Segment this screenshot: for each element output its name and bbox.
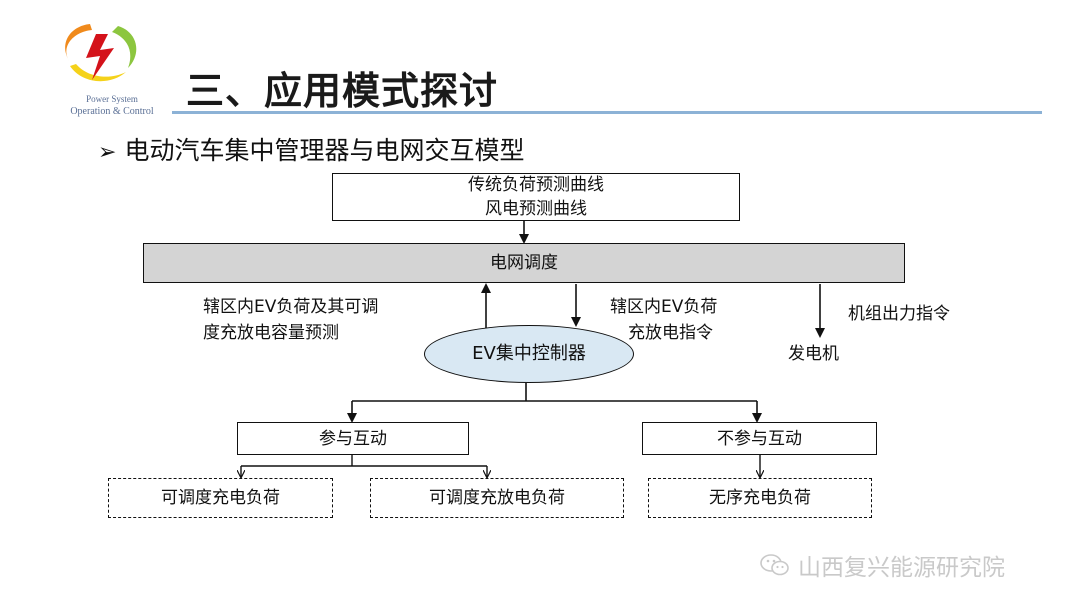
grid-dispatch-box: 电网调度 bbox=[143, 243, 905, 283]
forecast-line1: 传统负荷预测曲线 bbox=[468, 175, 604, 195]
participate-label: 参与互动 bbox=[319, 428, 387, 449]
ev-controller-ellipse: EV集中控制器 bbox=[424, 325, 634, 383]
ev-controller-label: EV集中控制器 bbox=[472, 343, 586, 364]
ev-command-line2: 充放电指令 bbox=[628, 323, 713, 343]
disordered-charge-label: 无序充电负荷 bbox=[709, 488, 811, 508]
grid-dispatch-label: 电网调度 bbox=[490, 253, 558, 273]
logo-line2: Operation & Control bbox=[70, 106, 154, 117]
ev-forecast-label: 辖区内EV负荷及其可调 度充放电容量预测 bbox=[203, 294, 378, 346]
ev-command-label: 辖区内EV负荷 充放电指令 bbox=[610, 294, 717, 346]
forecast-line2: 风电预测曲线 bbox=[485, 199, 587, 219]
non-participate-label: 不参与互动 bbox=[717, 428, 802, 449]
forecast-box: 传统负荷预测曲线 风电预测曲线 bbox=[332, 173, 740, 221]
dispatchable-charge-label: 可调度充电负荷 bbox=[161, 488, 280, 508]
title-underline bbox=[172, 111, 1042, 114]
watermark-text: 山西复兴能源研究院 bbox=[798, 555, 1005, 581]
participate-box: 参与互动 bbox=[237, 422, 469, 455]
subtitle-text: 电动汽车集中管理器与电网交互模型 bbox=[124, 136, 525, 165]
logo: Power System Operation & Control bbox=[30, 14, 175, 124]
dispatchable-charge-box: 可调度充电负荷 bbox=[108, 478, 333, 518]
bullet-arrow-icon: ➢ bbox=[98, 140, 117, 165]
dispatchable-charge-discharge-box: 可调度充放电负荷 bbox=[370, 478, 624, 518]
dispatchable-charge-discharge-label: 可调度充放电负荷 bbox=[429, 488, 565, 508]
page-title: 三、应用模式探讨 bbox=[186, 69, 499, 113]
wechat-icon bbox=[760, 554, 789, 576]
logo-line1: Power System bbox=[86, 94, 138, 104]
ev-command-line1: 辖区内EV负荷 bbox=[610, 297, 718, 317]
section-subtitle: ➢ 电动汽车集中管理器与电网交互模型 bbox=[98, 131, 524, 167]
logo-swirl-icon bbox=[65, 24, 137, 82]
ev-forecast-line2: 度充放电容量预测 bbox=[203, 323, 339, 343]
watermark: 山西复兴能源研究院 bbox=[760, 548, 1005, 582]
generator-label: 发电机 bbox=[788, 344, 839, 364]
non-participate-box: 不参与互动 bbox=[642, 422, 877, 455]
disordered-charge-box: 无序充电负荷 bbox=[648, 478, 872, 518]
unit-command-label: 机组出力指令 bbox=[848, 304, 950, 324]
ev-forecast-line1: 辖区内EV负荷及其可调 bbox=[203, 297, 379, 317]
